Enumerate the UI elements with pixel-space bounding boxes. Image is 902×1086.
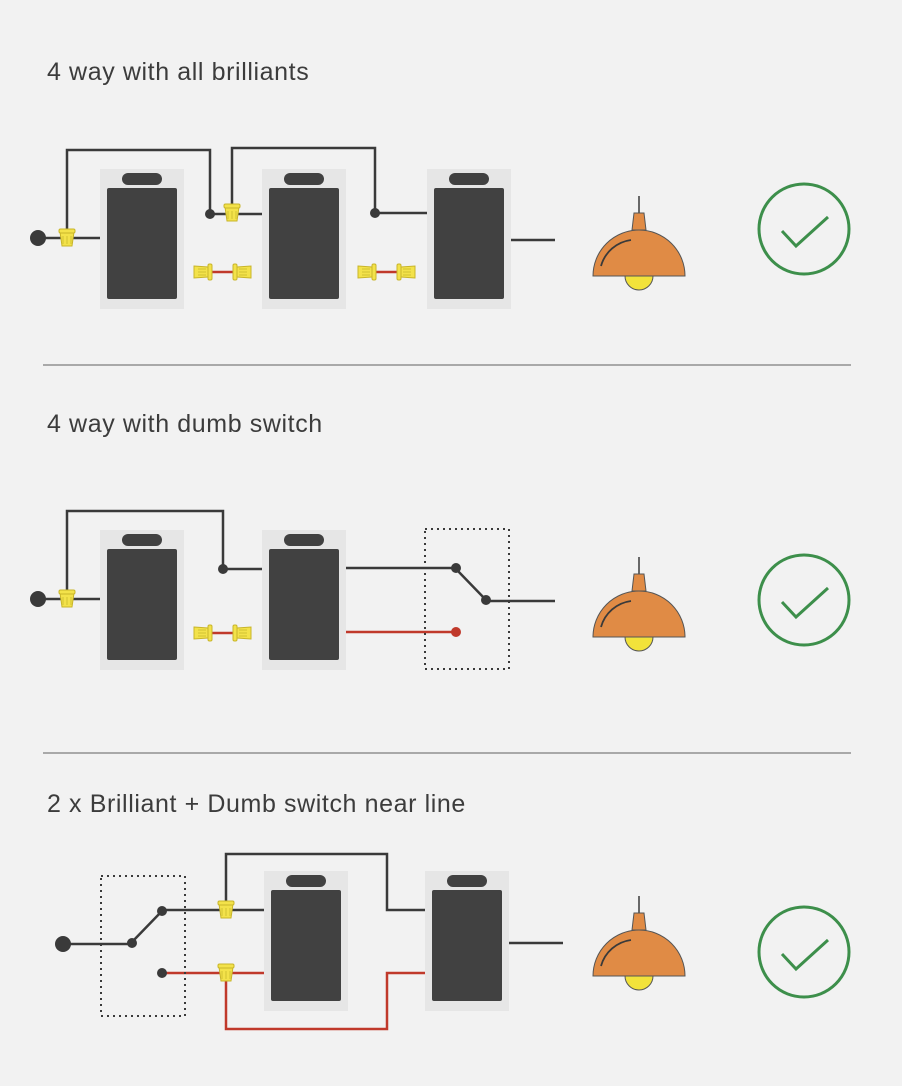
wire-nut-icon: [232, 624, 252, 642]
section-divider: [43, 364, 851, 366]
brilliant-switch-icon: [100, 530, 184, 670]
wire-nut-icon: [396, 263, 416, 281]
line-terminal: [30, 591, 46, 607]
black-wires: [63, 852, 563, 946]
wire-nut-icon: [193, 263, 213, 281]
junction-dot: [205, 209, 215, 219]
diagram-dumb-near-line: [55, 852, 851, 1031]
pendant-lamp-icon: [592, 556, 686, 652]
switch-contact: [157, 906, 167, 916]
switch-contact: [481, 595, 491, 605]
wire-nut-icon: [223, 203, 241, 222]
brilliant-switch-icon: [262, 169, 346, 309]
diagram-dumb-switch: [30, 509, 851, 670]
wire-nut-icon: [232, 263, 252, 281]
line-terminal: [55, 936, 71, 952]
section-title-dumb-near-line: 2 x Brilliant + Dumb switch near line: [47, 790, 466, 818]
pendant-lamp-icon: [592, 895, 686, 991]
brilliant-switch-icon: [427, 169, 511, 309]
brilliant-switch-icon: [425, 871, 509, 1011]
brilliant-switch-icon: [264, 871, 348, 1011]
wire-nut-icon: [217, 963, 235, 982]
red-wires: [162, 971, 425, 1031]
switch-contact: [451, 563, 461, 573]
wire-nut-icon: [193, 624, 213, 642]
junction-dot: [370, 208, 380, 218]
check-icon: [757, 182, 851, 276]
brilliant-switch-icon: [100, 169, 184, 309]
section-title-dumb-switch: 4 way with dumb switch: [47, 410, 323, 438]
check-icon: [757, 553, 851, 647]
switch-contact: [451, 627, 461, 637]
wire-nut-icon: [58, 589, 76, 608]
switch-contact: [127, 938, 137, 948]
check-icon: [757, 905, 851, 999]
pendant-lamp-icon: [592, 195, 686, 291]
section-title-all-brilliants: 4 way with all brilliants: [47, 58, 310, 86]
diagram-all-brilliants: [30, 146, 851, 309]
dumb-switch-icon: [100, 875, 186, 1017]
section-divider: [43, 752, 851, 754]
wire-nut-icon: [357, 263, 377, 281]
wire-nut-icon: [58, 228, 76, 247]
dumb-switch-icon: [424, 528, 510, 670]
switch-contact: [157, 968, 167, 978]
junction-dot: [218, 564, 228, 574]
line-terminal: [30, 230, 46, 246]
wire-nut-icon: [217, 900, 235, 919]
brilliant-switch-icon: [262, 530, 346, 670]
